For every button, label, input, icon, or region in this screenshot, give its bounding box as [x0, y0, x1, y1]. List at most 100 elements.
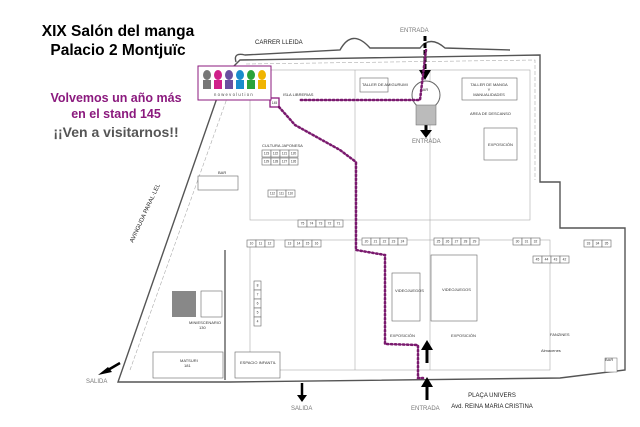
stand-number: 122	[273, 152, 279, 156]
stand-number: 123	[264, 152, 270, 156]
stand[interactable]	[285, 189, 296, 198]
taller-manga-label: TALLER DE MANGA	[470, 82, 508, 87]
matsuri-number: 181	[184, 363, 191, 368]
stand-number: 126	[291, 160, 297, 164]
street-carrer-lleida: CARRER LLEIDA	[255, 40, 303, 46]
stand-number: 45	[536, 258, 540, 262]
logo-figure-body	[225, 80, 233, 89]
stand-number: 20	[365, 240, 369, 244]
stand-number: 43	[554, 258, 558, 262]
stand-number: 12	[268, 242, 272, 246]
promo-line-1: Volvemos un año más	[50, 91, 182, 105]
stand-number: 128	[273, 160, 279, 164]
arrow-up-icon	[421, 377, 433, 387]
stand-number: 42	[563, 258, 567, 262]
logo-figure	[214, 70, 222, 80]
espacio-infantil-label: ESPACIO INFANTIL	[240, 360, 277, 365]
logo-figure-body	[236, 80, 244, 89]
stand-number: 28	[464, 240, 468, 244]
stand-number: 30	[516, 240, 520, 244]
stand-number: 23	[392, 240, 396, 244]
entrada-mid-label: ENTRADA	[412, 139, 441, 145]
stand-number: 44	[545, 258, 549, 262]
stand[interactable]	[333, 219, 344, 228]
title-line-1: XIX Salón del manga	[41, 23, 195, 40]
north-facade	[234, 37, 511, 63]
building-outline	[117, 54, 626, 383]
taller-manga-label-2: Y	[488, 87, 491, 92]
almacenes-label: Almacenes	[541, 348, 561, 353]
promo-line-2: en el stand 145	[71, 107, 161, 121]
miniescenario-number: 130	[199, 325, 206, 330]
exposicion-label-3: EXPOSICIÓN	[451, 333, 476, 338]
stand[interactable]	[264, 239, 275, 248]
exposicion-label-2: EXPOSICIÓN	[390, 333, 415, 338]
stand-number: 32	[534, 240, 538, 244]
stand-number: 121	[282, 152, 288, 156]
taller-manga-label-3: MANUALIDADES	[473, 92, 505, 97]
stand-number: 16	[315, 242, 319, 246]
bar-label-top: BAR	[420, 87, 428, 92]
stand[interactable]	[397, 237, 408, 246]
matsuri-label: MATSURI	[180, 358, 198, 363]
stand[interactable]	[559, 255, 570, 264]
isla-librerias-label: ISLA LIBRERIAS	[283, 92, 314, 97]
stand-number: 74	[310, 222, 314, 226]
stand[interactable]	[469, 237, 480, 246]
stand-number: 10	[250, 242, 254, 246]
stand-number: 21	[374, 240, 378, 244]
logo-figure	[236, 70, 244, 80]
stand[interactable]	[253, 316, 262, 327]
salida-bottom-label: SALIDA	[291, 406, 312, 412]
stand[interactable]	[601, 239, 612, 248]
fanzines-label: FANZINES	[550, 332, 570, 337]
stand[interactable]	[530, 237, 541, 246]
stand-number: 29	[473, 240, 477, 244]
stage-seating	[172, 291, 196, 317]
street-reina-maria-cristina: Avd. REINA MARIA CRISTINA	[451, 404, 533, 410]
stand-145-number: 145	[272, 101, 278, 105]
stand-number: 11	[259, 242, 263, 246]
stand-number: 110	[288, 192, 293, 196]
stand-number: 72	[328, 222, 332, 226]
stand-number: 24	[401, 240, 405, 244]
stand-number: 129	[264, 160, 270, 164]
stand-number: 4	[257, 320, 259, 324]
title-line-2: Palacio 2 Montjuïc	[50, 42, 186, 59]
logo-figure-body	[258, 80, 266, 89]
entrada-top-label: ENTRADA	[400, 28, 429, 34]
street-placa-univers: PLAÇA UNIVERS	[468, 393, 516, 399]
street-avinguda-parallel: AVINGUDA PARAL·LEL	[129, 183, 162, 244]
stand-number: 13	[288, 242, 292, 246]
stand-number: 7	[257, 293, 259, 297]
stand-number: 120	[291, 152, 297, 156]
arrow-up-icon	[421, 340, 433, 350]
salida-left-label: SALIDA	[86, 379, 107, 385]
stand-number: 6	[257, 302, 259, 306]
logo-figure	[225, 70, 233, 80]
stand[interactable]	[288, 157, 299, 166]
stand[interactable]	[288, 149, 299, 158]
stand-number: 35	[605, 242, 609, 246]
videojuegos-label-1: VIDEOJUEGOS	[395, 288, 424, 293]
cultura-japonesa-label: CULTURA JAPONESA	[262, 143, 303, 148]
stand-number: 8	[257, 284, 259, 288]
route-path	[277, 48, 428, 380]
stand-number: 31	[525, 240, 529, 244]
logo-figure	[247, 70, 255, 80]
logo-figure	[258, 70, 266, 80]
stand-number: 34	[596, 242, 600, 246]
stand-number: 127	[282, 160, 288, 164]
miniescenario-label: MINIESCENARIO	[189, 320, 221, 325]
stand-number: 14	[297, 242, 301, 246]
stand-number: 111	[279, 192, 284, 196]
taller-amigurumi-label: TALLER DE AMIGURUMI	[362, 82, 408, 87]
area-descanso-label: AREA DE DESCANSO	[470, 111, 511, 116]
nowevolution-logo: nowevolution	[197, 65, 272, 101]
stand-number: 73	[319, 222, 323, 226]
stand-145-highlight[interactable]	[269, 97, 280, 108]
stand[interactable]	[311, 239, 322, 248]
stand-number: 15	[306, 242, 310, 246]
